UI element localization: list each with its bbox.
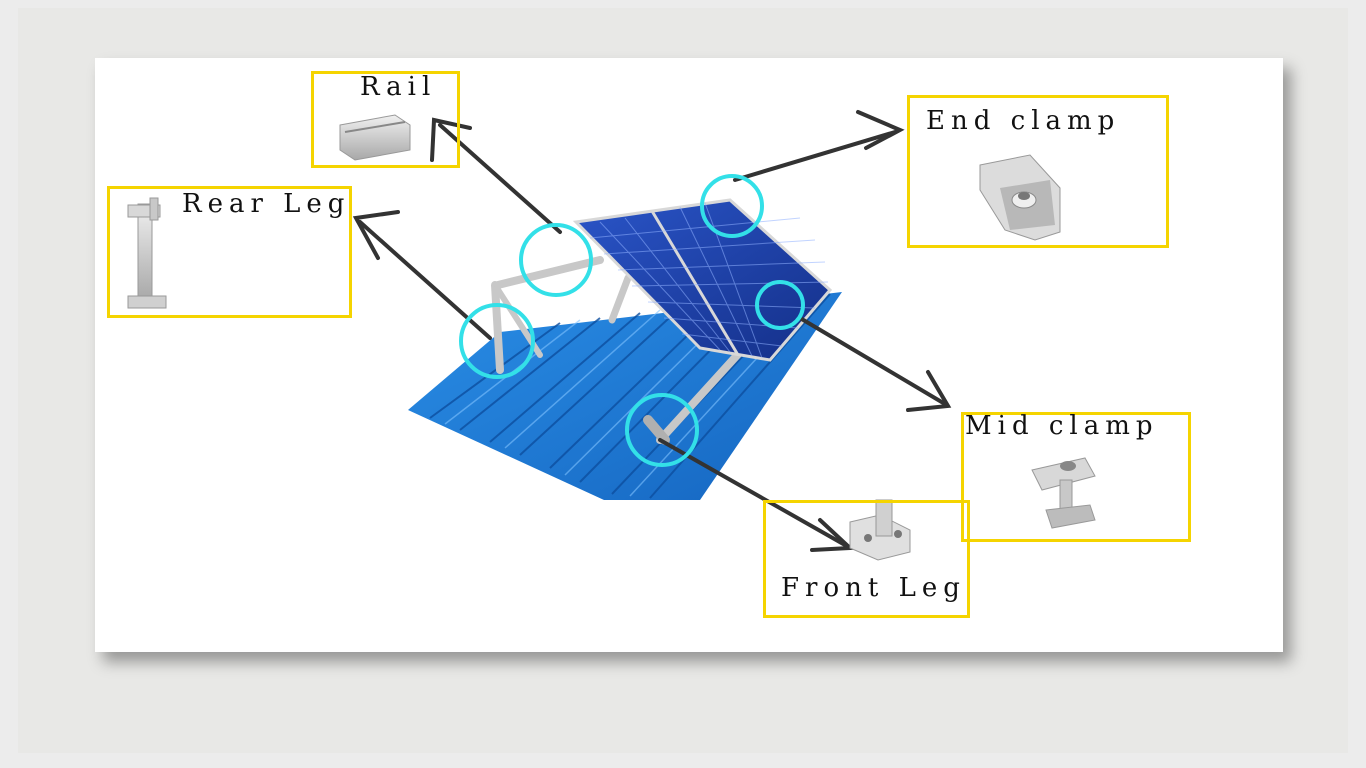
front-leg-label-box (763, 500, 970, 618)
rear-leg-thumbnail-icon (127, 197, 167, 309)
rail-label: Rail (360, 72, 437, 102)
mid-clamp-highlight (755, 280, 805, 330)
end-clamp-label-box (907, 95, 1169, 248)
front-leg-label: Front Leg (781, 573, 966, 603)
front-leg-highlight (625, 393, 699, 467)
rear-leg-highlight (459, 303, 535, 379)
solar-panels (572, 198, 833, 362)
rail-label-box (311, 71, 460, 168)
rail-highlight (519, 223, 593, 297)
mid-clamp-thumbnail-icon (1031, 457, 1096, 529)
mid-clamp-label: Mid clamp (965, 411, 1159, 441)
rail-thumbnail-icon (339, 114, 411, 161)
rear-leg-label-box (107, 186, 352, 318)
mid-clamp-label-box (961, 412, 1191, 542)
end-clamp-thumbnail-icon (979, 154, 1061, 241)
end-clamp-label: End clamp (926, 106, 1121, 136)
highlight-circles (459, 174, 805, 467)
front-leg-thumbnail-icon (849, 499, 911, 561)
end-clamp-highlight (700, 174, 764, 238)
rear-leg-label: Rear Leg (182, 189, 351, 219)
